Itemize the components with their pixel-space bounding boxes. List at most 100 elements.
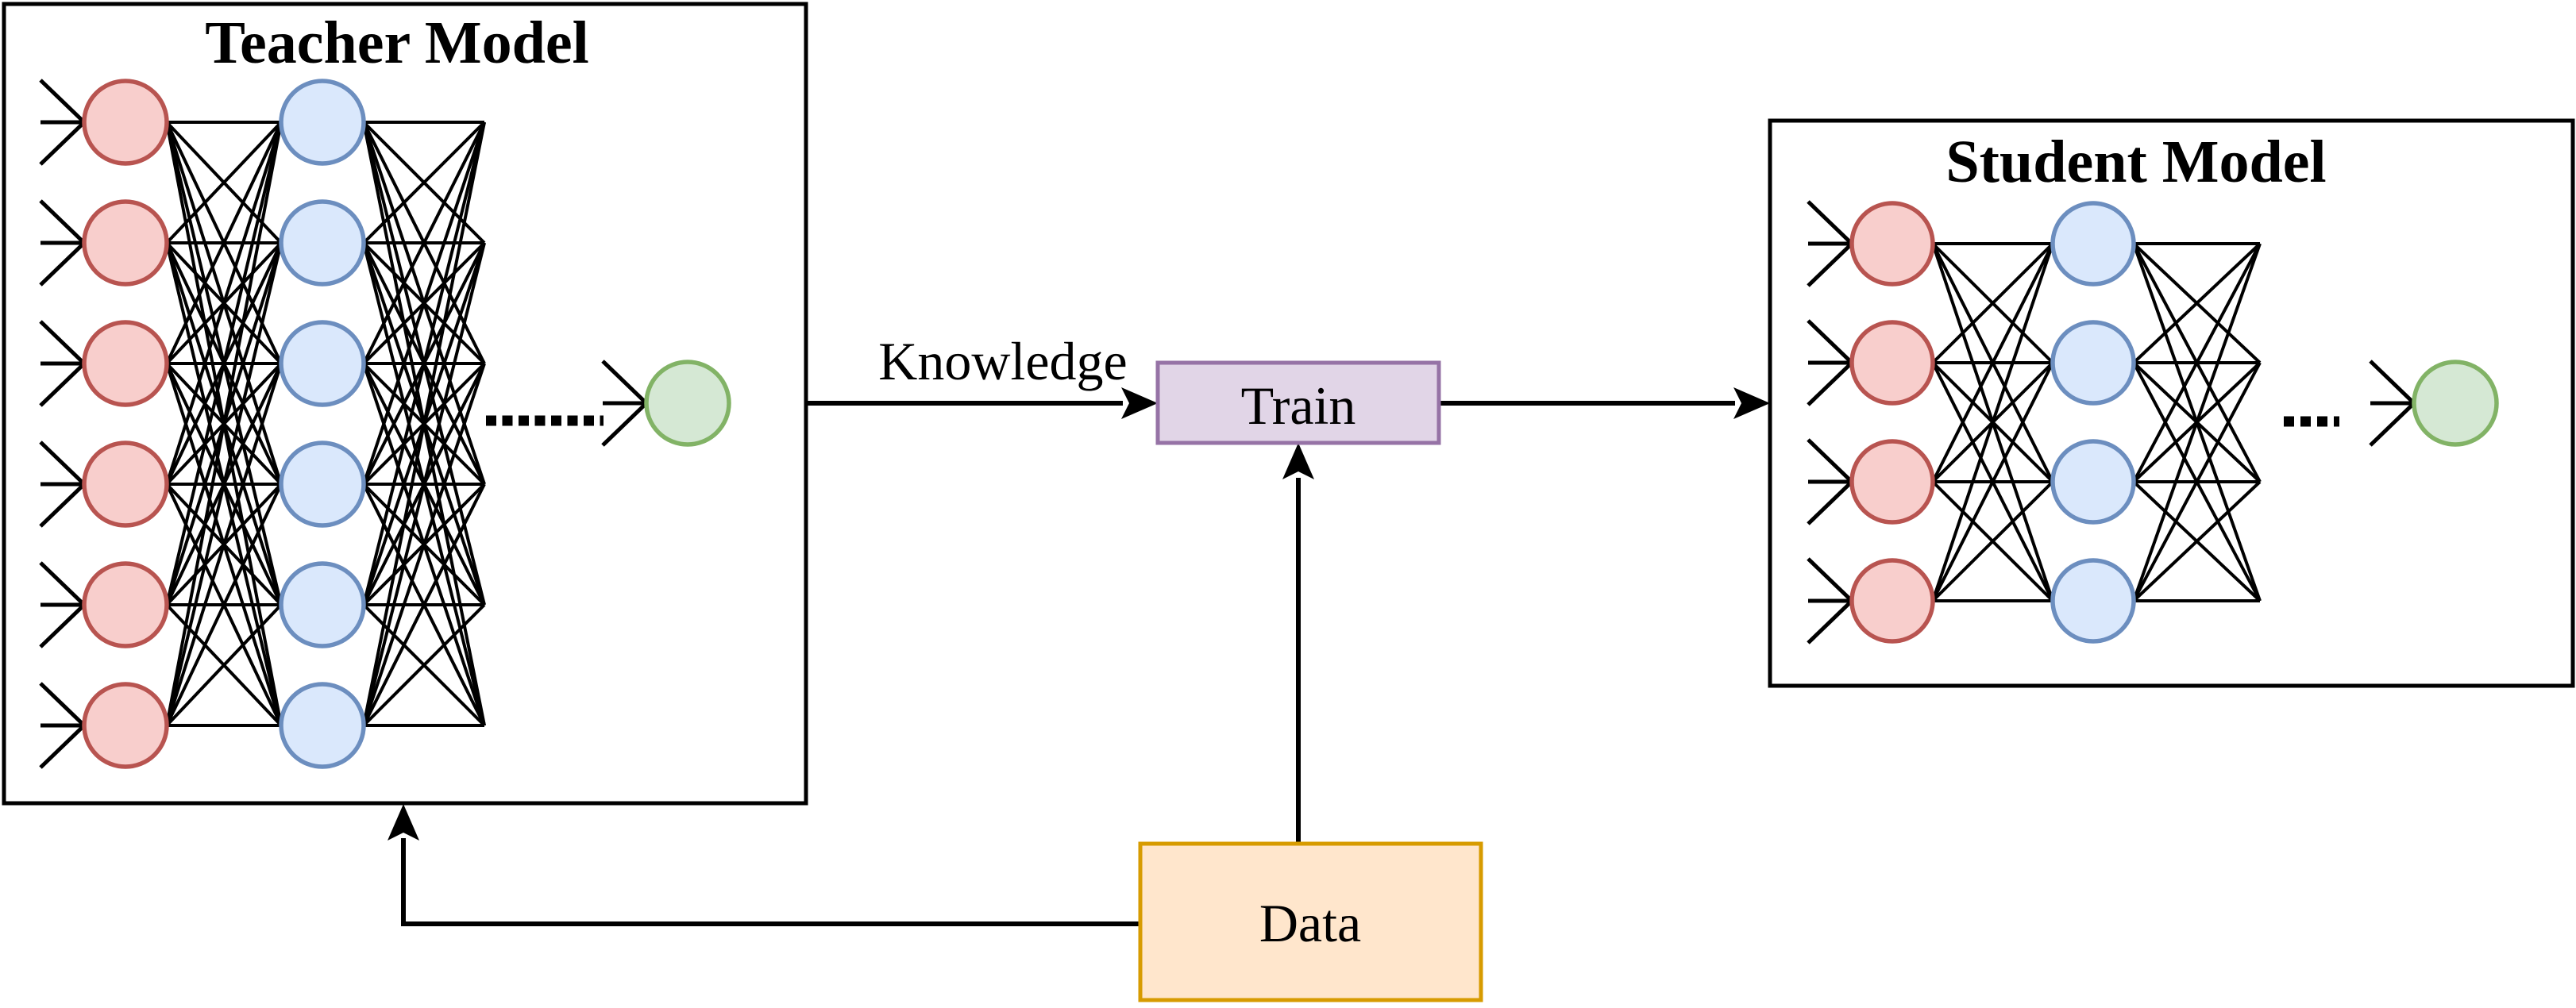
input-node <box>82 79 169 166</box>
train-box-rect <box>1155 360 1441 445</box>
input-arrow-fan <box>1807 438 1853 525</box>
edge-line <box>362 483 486 726</box>
train-box-label: Train <box>1241 375 1356 436</box>
fan-line <box>1807 599 1853 644</box>
train-to-student-arrow <box>1439 387 1770 419</box>
fan-line <box>39 603 86 648</box>
fan-line <box>39 121 86 166</box>
edge-line <box>2132 243 2262 602</box>
input-arrow-fan <box>1807 557 1853 644</box>
edge-line <box>362 121 486 485</box>
fan-line <box>39 561 86 606</box>
edge-line <box>362 121 486 364</box>
fan-line <box>1807 361 1853 406</box>
teacher-model-title: Teacher Model <box>205 10 588 76</box>
data-to-teacher-arrow-line <box>401 838 1140 926</box>
student-model: Student Model <box>1768 118 2575 688</box>
input-arrow-fan <box>39 320 86 407</box>
edge-line <box>165 121 283 485</box>
hidden-node <box>279 682 366 769</box>
hidden-node <box>279 79 366 166</box>
input-arrow-fan <box>39 561 86 648</box>
edge-line <box>362 603 486 727</box>
edge-line <box>165 121 283 726</box>
edge-line <box>362 121 486 726</box>
hidden-node <box>2050 439 2136 525</box>
edge-line <box>165 483 283 726</box>
edge-line <box>1931 243 2054 483</box>
edge-line <box>165 121 283 364</box>
output-arrow-fan <box>601 360 648 447</box>
data-to-train-arrow <box>1282 443 1314 844</box>
knowledge-arrow-label: Knowledge <box>878 331 1127 391</box>
data-box: Data <box>1138 841 1483 1002</box>
data-box-rect <box>1138 841 1483 1002</box>
hidden-node <box>279 441 366 528</box>
input-arrow-fan <box>1807 319 1853 406</box>
edge-line <box>1931 480 2054 602</box>
edge-line <box>362 121 486 606</box>
data-to-train-arrow-head <box>1282 443 1314 479</box>
edge-line <box>1931 242 2054 364</box>
fan-line <box>1807 438 1853 483</box>
fan-line <box>601 360 648 405</box>
input-node <box>82 441 169 528</box>
fan-line <box>39 199 86 244</box>
fan-line <box>1807 319 1853 364</box>
input-arrow-fan <box>39 682 86 769</box>
fan-line <box>39 724 86 769</box>
hidden-node <box>2050 558 2136 644</box>
input-arrow-fan <box>39 441 86 528</box>
data-to-teacher-arrow <box>388 804 1140 926</box>
input-arrow-fan <box>1807 200 1853 287</box>
hidden-node <box>2050 320 2136 406</box>
output-node <box>2412 360 2499 447</box>
fan-line <box>2369 360 2416 405</box>
hidden-node <box>279 320 366 407</box>
input-node <box>82 682 169 769</box>
fan-line <box>39 241 86 287</box>
fan-line <box>39 79 86 124</box>
input-node <box>1849 201 1935 287</box>
fan-line <box>1807 200 1853 245</box>
edge-line <box>1931 243 2054 602</box>
input-node <box>1849 439 1935 525</box>
hidden-node <box>279 199 366 287</box>
train-box: Train <box>1155 360 1441 445</box>
knowledge-arrow-head <box>1121 387 1158 419</box>
edge-line <box>2132 362 2262 602</box>
train-to-student-arrow-head <box>1733 387 1770 419</box>
input-arrow-fan <box>39 79 86 166</box>
edge-line <box>165 121 283 606</box>
hidden-node <box>2050 201 2136 287</box>
fan-line <box>1807 480 1853 525</box>
edge-line <box>362 242 486 726</box>
input-arrow-fan <box>39 199 86 287</box>
student-model-title: Student Model <box>1945 129 2326 195</box>
fan-line <box>1807 242 1853 287</box>
edge-line <box>165 363 283 726</box>
data-box-label: Data <box>1259 893 1361 953</box>
input-node <box>82 320 169 407</box>
fan-line <box>39 441 86 486</box>
edge-line <box>165 121 283 244</box>
output-arrow-fan <box>2369 360 2416 447</box>
fan-line <box>2369 402 2416 447</box>
fan-line <box>39 483 86 528</box>
output-node <box>644 360 731 447</box>
edge-line <box>165 603 283 727</box>
teacher-model-edges <box>165 121 486 727</box>
edge-line <box>2132 480 2262 602</box>
input-node <box>1849 558 1935 644</box>
input-node <box>82 199 169 287</box>
input-node <box>82 561 169 648</box>
student-model-edges <box>1931 242 2262 602</box>
edge-line <box>2132 243 2262 483</box>
input-node <box>1849 320 1935 406</box>
edge-line <box>362 363 486 726</box>
hidden-node <box>279 561 366 648</box>
fan-line <box>39 682 86 727</box>
fan-line <box>39 362 86 407</box>
